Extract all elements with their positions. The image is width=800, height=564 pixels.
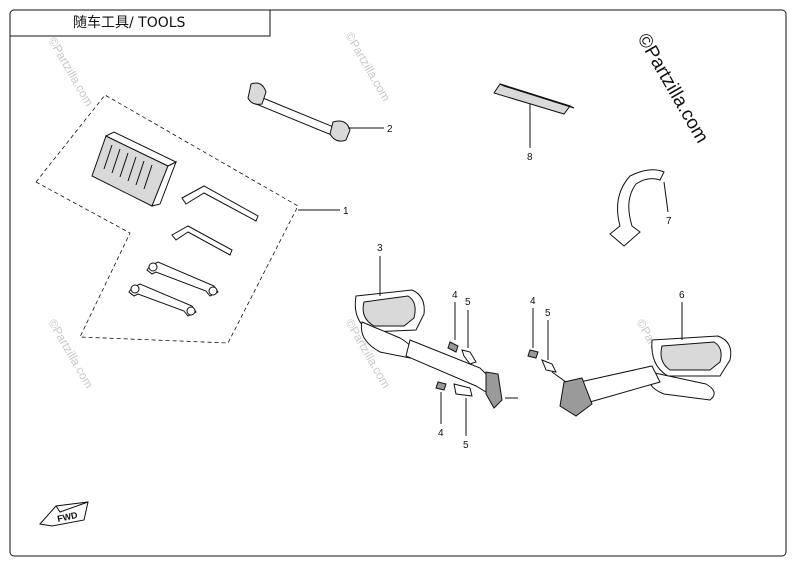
callout-5a: 5 [465, 297, 471, 308]
callout-7: 7 [666, 216, 672, 227]
part-8-strap: 8 [493, 83, 575, 163]
left-mirror-fasteners: 4 5 4 5 [435, 290, 518, 451]
part-1-tool-kit: 1 [35, 94, 349, 344]
tool-roll-icon [91, 131, 178, 207]
part-2-bar: 2 [247, 82, 393, 142]
part-7-spanner: 7 [609, 169, 672, 247]
part-3-mirror-left: 3 [354, 243, 503, 409]
callout-3: 3 [377, 243, 383, 254]
hex-key-large-icon [181, 185, 259, 222]
watermark-1: ©Partzilla.com [45, 35, 96, 109]
callout-4b: 4 [438, 428, 444, 439]
watermark-3: ©Partzilla.com [45, 317, 96, 391]
callout-4a: 4 [452, 290, 458, 301]
callout-4c: 4 [530, 296, 536, 307]
callout-1: 1 [343, 206, 349, 217]
tool-kit-outline [35, 94, 299, 344]
callout-6: 6 [679, 290, 685, 301]
fwd-arrow: FWD [39, 501, 89, 527]
callout-8: 8 [527, 152, 533, 163]
right-mirror-fasteners: 4 5 [527, 296, 567, 383]
callout-5b: 5 [463, 440, 469, 451]
fwd-arrow-icon [39, 501, 89, 527]
title-block: 随车工具/ TOOLS [10, 10, 271, 37]
callout-5c: 5 [545, 308, 551, 319]
diagram-frame [9, 9, 787, 557]
hex-key-small-icon [171, 225, 233, 256]
wrench-lower-icon [128, 283, 197, 317]
watermark-main: ©Partzilla.com [633, 30, 713, 147]
page-title: 随车工具/ TOOLS [73, 14, 186, 31]
callout-2: 2 [387, 124, 393, 135]
fwd-label: FWD [56, 510, 79, 524]
callout-7-leader [663, 181, 669, 213]
wrench-upper-icon [146, 261, 219, 297]
part-6-mirror-right: 6 [559, 290, 732, 417]
watermark-2: ©Partzilla.com [342, 30, 393, 104]
